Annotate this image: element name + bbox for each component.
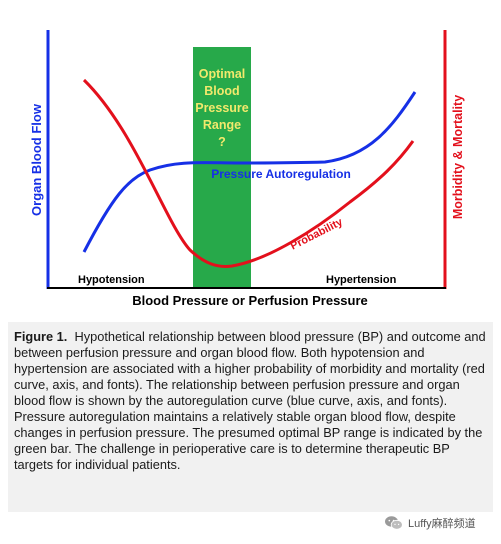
autoregulation-label: Pressure Autoregulation — [211, 167, 351, 181]
autoregulation-diagram: Optimal Blood Pressure Range ? Pressure … — [29, 30, 465, 308]
probability-curve — [82, 78, 415, 268]
autoregulation-curve — [82, 91, 417, 253]
probability-label: Probability — [289, 216, 346, 253]
optimal-label-line-5: ? — [218, 135, 226, 149]
y-axis-left-title: Organ Blood Flow — [29, 103, 44, 216]
watermark: Luffy麻醉频道 — [384, 512, 476, 534]
x-axis-title: Blood Pressure or Perfusion Pressure — [132, 293, 368, 308]
optimal-label-line-3: Pressure — [195, 101, 249, 115]
figure-caption-text: Hypothetical relationship between blood … — [14, 329, 486, 472]
optimal-label-line-2: Blood — [204, 84, 239, 98]
optimal-range-label: Optimal Blood Pressure Range ? — [195, 67, 249, 149]
watermark-text: Luffy麻醉频道 — [408, 518, 476, 530]
figure-caption-label: Figure 1. — [14, 329, 68, 344]
hypertension-label: Hypertension — [326, 274, 397, 286]
optimal-label-line-4: Range — [203, 118, 241, 132]
hypotension-label: Hypotension — [78, 274, 145, 286]
figure-caption: Figure 1. Hypothetical relationship betw… — [14, 329, 490, 473]
figure-caption-box: Figure 1. Hypothetical relationship betw… — [8, 322, 493, 512]
y-axis-right-title: Morbidity & Mortality — [451, 95, 465, 219]
optimal-range-bar — [193, 47, 251, 288]
wechat-icon — [385, 516, 403, 530]
optimal-label-line-1: Optimal — [199, 67, 246, 81]
